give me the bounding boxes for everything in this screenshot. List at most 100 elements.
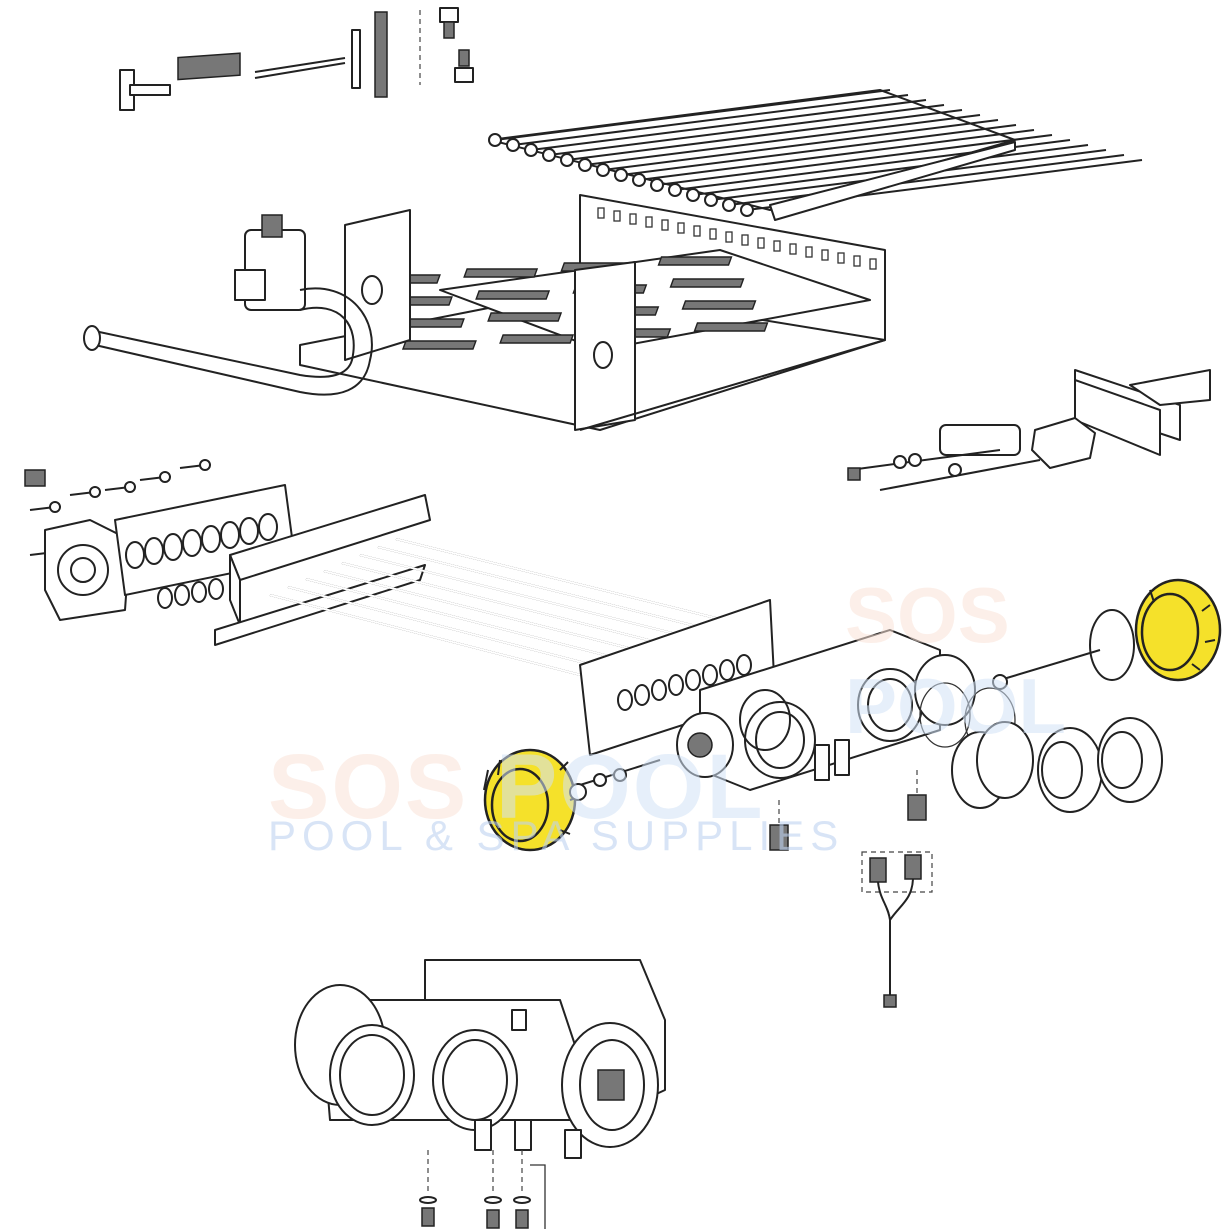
header-port [685, 669, 701, 691]
tray-tab [869, 258, 877, 270]
burner-slot [693, 322, 769, 332]
tube-end [614, 168, 628, 182]
header-port [719, 659, 735, 681]
tray-tab [645, 216, 653, 228]
tube-end [506, 138, 520, 152]
burner-slot [463, 268, 539, 278]
heat-tube-inner [323, 570, 661, 657]
tray-tab [597, 207, 605, 219]
bolt-head [89, 486, 101, 498]
burner-rod-assembly [119, 7, 474, 111]
tray-tab [709, 228, 717, 240]
bolt-head [124, 481, 136, 493]
manifold-assembled [294, 959, 666, 1229]
burner-slot [669, 278, 745, 288]
tray-tab [741, 234, 749, 246]
heat-tube-inner [341, 562, 681, 649]
header-port [634, 684, 650, 706]
burner-slot [657, 256, 733, 266]
burner-slot [681, 300, 757, 310]
burner-tray [299, 194, 886, 431]
fin-tube [494, 89, 891, 141]
tube-end [542, 148, 556, 162]
header-port [182, 529, 202, 557]
tray-tab [693, 225, 701, 237]
fin-tube [656, 134, 1053, 186]
header-port [702, 664, 718, 686]
fin-tube [728, 154, 1125, 206]
tube-end [704, 193, 718, 207]
fin-tube [638, 129, 1035, 181]
fin-tube [512, 94, 909, 146]
tube-end [524, 143, 538, 157]
burner-slot [499, 334, 575, 344]
header-port [651, 679, 667, 701]
heat-tube-inner [377, 546, 721, 633]
manifold-exploded [579, 609, 1163, 851]
header-port [201, 525, 221, 553]
header-port [163, 533, 183, 561]
tray-tab [773, 240, 781, 252]
tube-end [668, 183, 682, 197]
header-port [258, 513, 278, 541]
header-bolts [24, 459, 296, 621]
fin-tube [692, 144, 1089, 196]
header-port [617, 689, 633, 711]
o-ring [191, 581, 207, 603]
tube-bundle [214, 494, 776, 756]
tray-tab [757, 237, 765, 249]
fin-tube [548, 104, 945, 156]
heat-tube-inner [359, 554, 701, 641]
tray-tab [725, 231, 733, 243]
header-cap-left [483, 748, 587, 852]
heat-tube-inner [269, 594, 601, 681]
heat-tube-inner [287, 586, 621, 673]
header-cap-right [1134, 578, 1222, 682]
fin-tube [602, 119, 999, 171]
tube-end [740, 203, 754, 217]
tube-end [488, 133, 502, 147]
bolt-head [159, 471, 171, 483]
fin-tube [530, 99, 927, 151]
header-port [220, 521, 240, 549]
tray-tab [805, 246, 813, 258]
tray-tab [837, 252, 845, 264]
header-port [736, 654, 752, 676]
bolt-head [199, 459, 211, 471]
o-ring [208, 578, 224, 600]
header-port [125, 541, 145, 569]
header-port [144, 537, 164, 565]
fin-tube [584, 114, 981, 166]
fin-tube [620, 124, 1017, 176]
tube-end [632, 173, 646, 187]
bolt-head [49, 501, 61, 513]
tray-tab [789, 243, 797, 255]
igniter-assembly [847, 369, 1211, 491]
header-port [668, 674, 684, 696]
tray-tab [613, 210, 621, 222]
fin-tube [566, 109, 963, 161]
header-port [239, 517, 259, 545]
tube-end [650, 178, 664, 192]
burner-slot [475, 290, 551, 300]
tray-tab [853, 255, 861, 267]
tray-tab [821, 249, 829, 261]
heat-tube-inner [395, 538, 741, 625]
heat-tube-inner [305, 578, 641, 665]
o-ring [157, 587, 173, 609]
tray-tab [629, 213, 637, 225]
tube-end [596, 163, 610, 177]
burner-slot [487, 312, 563, 322]
burner-slot [401, 340, 477, 350]
gas-valve-and-pipe [83, 214, 373, 396]
tray-tab [677, 222, 685, 234]
tray-tab [661, 219, 669, 231]
tube-end [722, 198, 736, 212]
heat-exchanger-tubes [488, 89, 1143, 221]
tube-end [560, 153, 574, 167]
tube-end [578, 158, 592, 172]
o-ring [174, 584, 190, 606]
tube-end [686, 188, 700, 202]
